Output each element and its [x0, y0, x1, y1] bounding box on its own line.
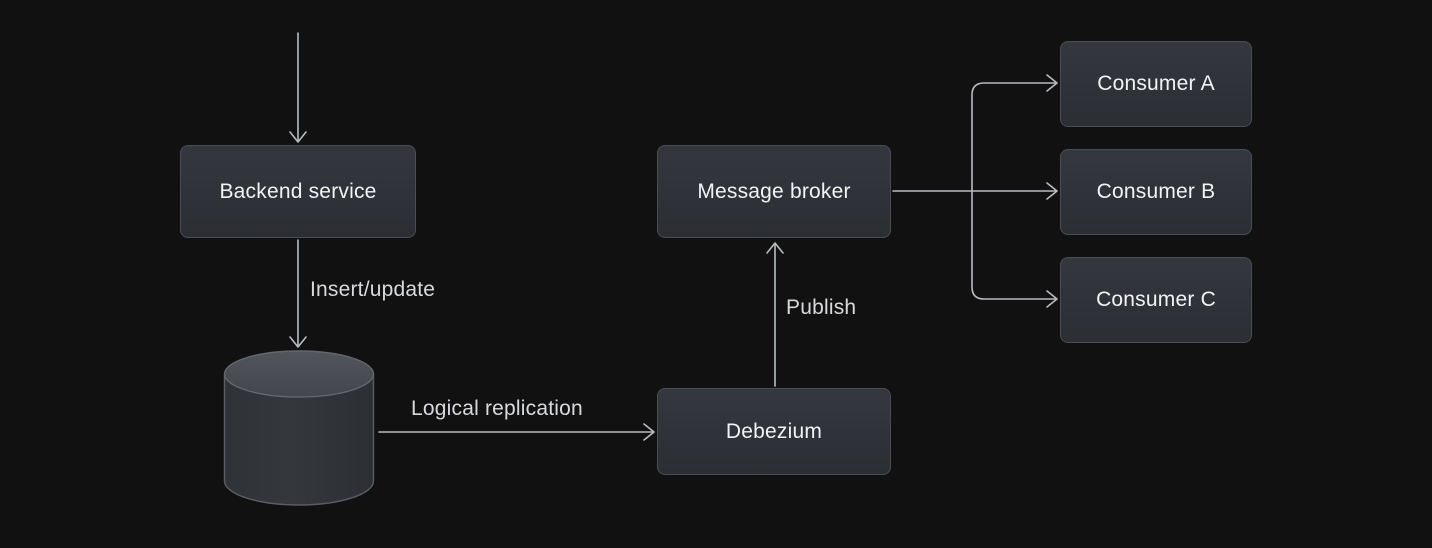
node-consumer-b[interactable]: Consumer B: [1060, 149, 1252, 235]
node-debezium-label: Debezium: [725, 419, 823, 443]
node-message-broker[interactable]: Message broker: [657, 145, 891, 238]
node-consumer-c-label: Consumer C: [1096, 288, 1216, 311]
edge-database-to-debezium: [378, 423, 655, 441]
edge-branch-to-consumer-c: [971, 190, 1058, 308]
database-cylinder-icon: [223, 350, 375, 506]
node-database[interactable]: [223, 350, 375, 507]
edge-branch-to-consumer-a: [971, 74, 1058, 192]
edge-label-publish: Publish: [786, 296, 857, 319]
node-consumer-a-label: Consumer A: [1097, 72, 1215, 95]
edge-backend-service-to-database: [289, 239, 307, 348]
node-backend-service-label: Backend service: [219, 179, 377, 203]
node-backend-service[interactable]: Backend service: [180, 145, 416, 238]
node-message-broker-label: Message broker: [697, 179, 851, 203]
edge-debezium-to-message-broker: [766, 242, 784, 387]
edge-label-logical-replication: Logical replication: [411, 397, 583, 420]
node-consumer-c[interactable]: Consumer C: [1060, 257, 1252, 343]
node-consumer-a[interactable]: Consumer A: [1060, 41, 1252, 127]
edge-branch-to-consumer-b: [971, 182, 1058, 200]
edge-inbound-to-backend-service: [289, 32, 307, 143]
node-consumer-b-label: Consumer B: [1096, 180, 1216, 203]
node-debezium[interactable]: Debezium: [657, 388, 891, 475]
edge-label-insert-update: Insert/update: [310, 278, 436, 301]
